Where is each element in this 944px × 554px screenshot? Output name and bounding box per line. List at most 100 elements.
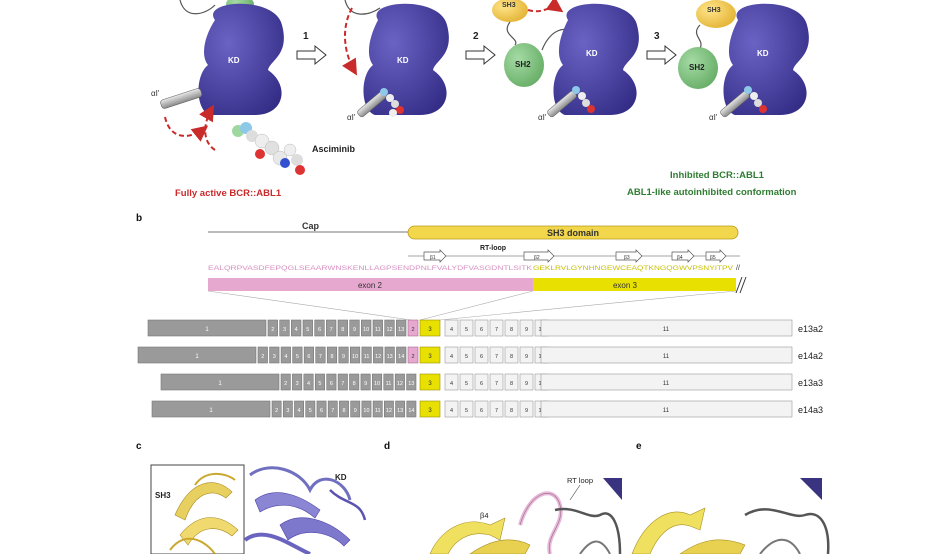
sh2-domain-blob: [678, 47, 718, 89]
sh3-label: SH3: [707, 7, 721, 14]
bcr-exon: [361, 319, 372, 337]
bcr-exon: [292, 373, 303, 391]
exon-2-bar: [208, 278, 533, 291]
beta-strand-1: [423, 249, 447, 263]
abl-exon-label: 4: [450, 408, 453, 414]
panel-d: d RT loop β4: [384, 441, 622, 554]
bcr-exon-label: 11: [386, 381, 392, 387]
bcr-exon-label: 2: [271, 327, 274, 333]
bcr-exon-label: 7: [330, 327, 333, 333]
rt-loop-pointer: [569, 484, 581, 501]
abl-exon-11-label: 11: [663, 354, 670, 360]
bcr-exon: [337, 373, 348, 391]
bcr-exon-label: 12: [397, 381, 403, 387]
abl-exon-11: [540, 400, 793, 418]
bcr-exon-label: 4: [295, 327, 298, 333]
abl-exon: [459, 373, 474, 391]
bcr-exon-label: 12: [386, 327, 392, 333]
abl-exon-a2: [407, 346, 419, 364]
bcr-exon-label: 6: [318, 327, 321, 333]
bcr-exon: [338, 346, 349, 364]
bcr-exon-label: 12: [375, 354, 381, 360]
sh2-label: SH2: [515, 60, 531, 69]
abl-exon: [519, 400, 534, 418]
bcr-exon-label: 8: [330, 354, 333, 360]
bcr-exon: [160, 373, 280, 391]
bcr-exon-label: 9: [354, 408, 357, 414]
linker-line: [179, 0, 216, 15]
abl-exon-a3-label: 3: [428, 408, 432, 414]
alpha-i-label: αI': [151, 89, 160, 98]
bcr-exon: [314, 373, 325, 391]
bcr-exon-label: 11: [375, 408, 381, 414]
red-arrow: [527, 0, 564, 13]
kinase-domain-blob: [723, 3, 809, 115]
abl-exon-label: 5: [465, 381, 468, 387]
helix-end: [800, 478, 822, 500]
alpha-i-label: αI': [538, 113, 547, 122]
abl-exon: [504, 346, 519, 364]
abl-exon-11-label: 11: [663, 408, 670, 414]
abl-exon: [474, 319, 489, 337]
asciminib-label: Asciminib: [312, 144, 356, 154]
sequence-break-mark: //: [736, 265, 740, 272]
kd-label: KD: [228, 56, 240, 65]
step-arrow-1: [296, 44, 327, 66]
abl-exon-11-label: 11: [663, 381, 670, 387]
abl-exon-label: 7: [495, 408, 498, 414]
bcr-exon-label: 11: [364, 354, 370, 360]
sequence-exon2: EALQRPVASDFEPQGLSEAARWNSKENLLAGPSENDPNLF…: [208, 265, 533, 272]
asciminib-bound: [744, 86, 767, 113]
abl-exon: [504, 400, 519, 418]
sh3-ribbon-closeup: [631, 478, 830, 554]
state-fully-active: KD αI' Asciminib Fully active BCR::ABL1: [151, 0, 356, 199]
beta-strand-5-label: β5: [710, 255, 716, 261]
panel-letter-d: d: [384, 441, 390, 452]
bcr-exon-label: 8: [341, 327, 344, 333]
bcr-exon-label: 8: [342, 408, 345, 414]
abl-exon-a3: [419, 373, 441, 391]
abl-exon-label: 6: [480, 327, 483, 333]
bcr-exon: [349, 319, 360, 337]
break-mark-1: [735, 276, 743, 294]
abl-exon: [504, 319, 519, 337]
bcr-exon-label: 13: [408, 381, 414, 387]
abl-exon-label: 7: [495, 354, 498, 360]
bcr-exon: [305, 400, 316, 418]
bcr-exon: [406, 373, 417, 391]
panel-b: b Cap SH3 domain RT-loop β1 β2 β3 β4 β5 …: [136, 213, 823, 418]
cap-label: Cap: [302, 221, 320, 231]
projection-line: [439, 290, 737, 321]
bcr-exon: [291, 319, 302, 337]
bcr-exon: [280, 373, 291, 391]
abl-exon: [504, 373, 519, 391]
abl-exon-a3: [419, 400, 441, 418]
abl-exon-label: 5: [465, 327, 468, 333]
abl-exon-label: 9: [525, 354, 528, 360]
beta-strand-4-label: β4: [677, 255, 683, 261]
bcr-exon-label: 3: [296, 381, 299, 387]
kinase-domain-blob: [363, 3, 449, 115]
bcr-exon-label: 5: [318, 381, 321, 387]
bcr-exon-label: 3: [273, 354, 276, 360]
bcr-exon-label: 9: [353, 327, 356, 333]
bcr-exon: [349, 373, 360, 391]
transcript-name: e13a2: [798, 324, 823, 334]
kd-label: KD: [757, 49, 769, 58]
bcr-exon: [137, 346, 257, 364]
abl-exon-a2: [407, 319, 419, 337]
transcript-rows: 12345678910111213234567891011e13a2123456…: [137, 319, 823, 418]
beta-strand-2-label: β2: [534, 255, 540, 261]
bcr-exon-label: 2: [284, 381, 287, 387]
sh3-label: SH3: [502, 2, 516, 9]
bcr-exon-label: 2: [275, 408, 278, 414]
bcr-exon-label: 3: [283, 327, 286, 333]
abl-exon: [474, 346, 489, 364]
abl-exon-label: 9: [525, 408, 528, 414]
abl-exon-11: [540, 319, 793, 337]
bcr-exon: [269, 346, 280, 364]
bcr-exon: [350, 346, 361, 364]
bcr-exon: [350, 400, 361, 418]
beta-strand-1-label: β1: [430, 255, 436, 261]
beta-strand-2: [523, 249, 555, 263]
